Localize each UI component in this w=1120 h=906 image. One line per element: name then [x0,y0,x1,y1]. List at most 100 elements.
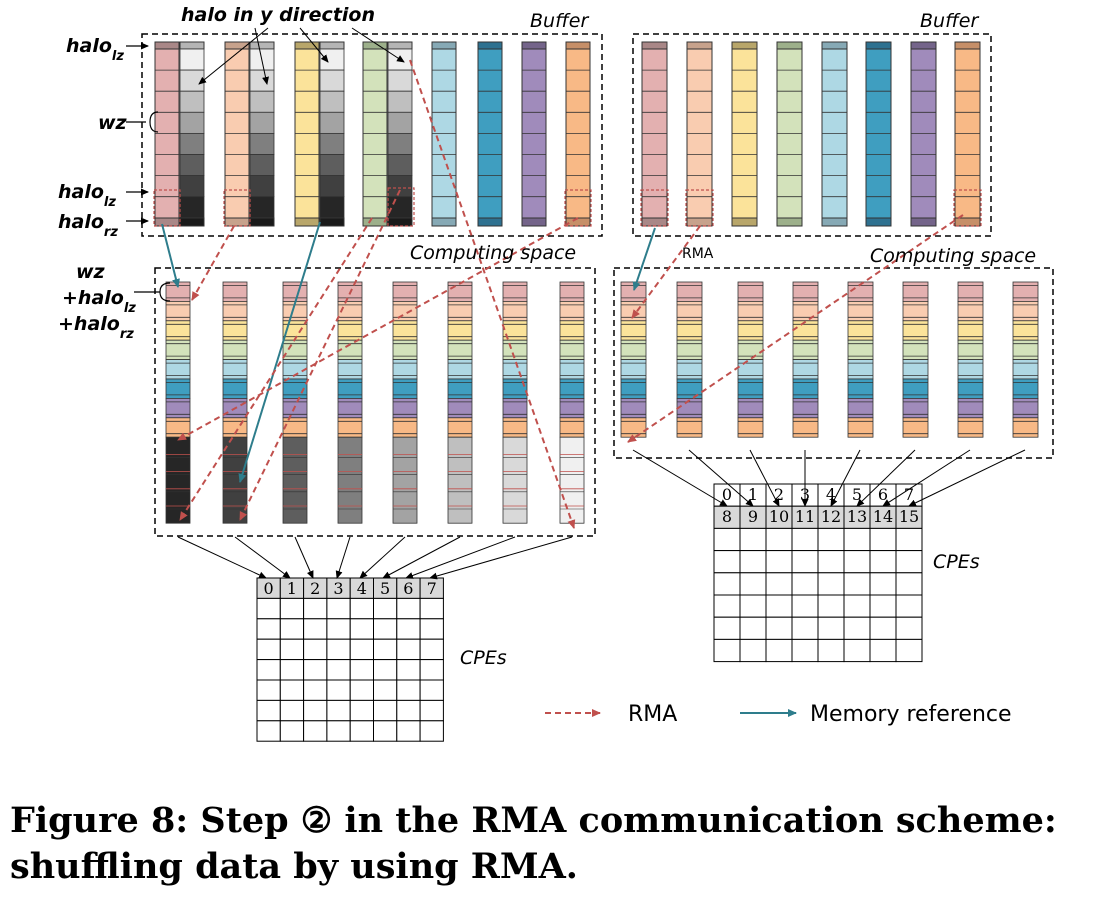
buffer-left-col-body [431,41,457,227]
cpe-map-arrow [335,536,351,579]
computing-left-col-block [165,300,191,322]
cpe-cell [791,572,819,596]
cpe-map-arrow [688,449,754,507]
cpe-cell [843,638,871,663]
cpe-cell [303,699,328,722]
cpe-cell [713,594,741,618]
cpe-cell [349,720,375,742]
buffer-left-col-cap-bottom [431,217,457,227]
computing-right-col-block [902,320,929,341]
buffer-right-title: Buffer [920,10,979,32]
buffer-right-col [910,41,937,227]
buffer-left-gray-col-cell [179,132,205,155]
computing-left-col-block [559,339,585,361]
cpe-right-label: 0 [722,485,732,504]
cpe-cell [373,699,398,722]
computing-right-col-block [676,359,703,380]
cpe-cell [349,638,375,661]
buffer-left-col-cap-top [431,41,457,50]
buffer-right-col [821,41,848,227]
computing-right-col-block [1012,397,1039,419]
buffer-left-color-col-body [154,41,180,227]
computing-right-col-block [847,320,874,341]
computing-left-col-block [165,339,191,361]
cpe-cell [279,638,305,661]
computing-right-col-block [902,359,929,380]
buffer-right-col-cap-bottom [686,217,713,227]
computing-right-col-block [847,397,874,419]
buffer-left-gray-col-cell [319,154,345,177]
cpe-cell [869,594,897,618]
computing-right-col-block [792,339,819,361]
memory-ref-arrow [238,221,321,483]
buffer-left-col [521,41,547,227]
column-layer [153,41,1039,524]
cpe-cell [817,616,845,640]
cpe-cell [869,527,897,552]
halo-lz-label-bottom: halolz [58,181,116,210]
buffer-left-col-cap-top [477,41,503,50]
computing-right-col-block [902,281,929,302]
cpe-cell [349,618,375,640]
cpe-cell [373,679,398,701]
computing-right-col-block [792,417,819,438]
cpe-cell [713,550,741,574]
legend: RMA Memory reference [545,702,1012,727]
buffer-left-col-cap-top [521,41,547,50]
buffer-left-gray-col [249,41,275,227]
buffer-left-gray-col-cell [249,69,275,92]
buffer-left-gray-col-cell [249,154,275,177]
computing-right-col [957,281,984,438]
cpe-map-arrow [382,536,461,579]
buffer-left-color-col-cap-top [154,41,180,50]
computing-right-col-block [676,300,703,322]
halo-y-pointer [299,27,329,63]
cpe-cell [419,679,444,701]
computing-right-col-block [792,397,819,419]
cpe-cell [326,679,351,701]
cpe-cell [419,638,444,661]
buffer-right-col-cap-top [865,41,892,50]
computing-right-col-block [957,281,984,302]
computing-right-col [620,281,647,438]
computing-left-col-block [502,417,528,438]
halo-y-label: halo in y direction [181,4,375,26]
computing-left-col-block [392,300,418,322]
buffer-left-col-body [521,41,547,227]
cpe-cell [326,618,351,640]
cpe-cell [765,572,793,596]
buffer-left-gray-col-cap-bottom [249,217,275,227]
cpe-cell [895,594,923,618]
computing-left-col-block [559,300,585,322]
cpe-cell [396,679,421,701]
cpe-map-arrow [908,449,1026,507]
cpe-map-arrow [856,449,916,507]
buffer-right-col-cap-bottom [910,217,937,227]
cpe-cell [279,618,305,640]
cpe-right-label: 15 [899,507,919,526]
buffer-left-highlight [223,189,251,227]
halo-y-pointer [351,27,405,63]
wz-stack-line3: +halorz [58,313,134,342]
buffer-left-color-col-body [362,41,388,227]
computing-right-col-block [1012,417,1039,438]
buffer-right-col-cap-top [954,41,981,50]
buffer-left-gray-col-cap-top [387,41,413,50]
computing-right-col-block [847,417,874,438]
computing-right-col-block [1012,378,1039,399]
cpe-cell [895,572,923,596]
buffer-left-col-cap-bottom [565,217,591,227]
cpe-right-label: 14 [873,507,893,526]
buffer-left-gray-col-cell [179,175,205,198]
buffer-left-gray-col-cap-bottom [179,217,205,227]
computing-right-col-block [1012,281,1039,302]
buffer-right-col [865,41,892,227]
cpe-cell [713,616,741,640]
buffer-left-color-col-cap-top [224,41,250,50]
computing-right-col-block [1012,300,1039,322]
computing-right-col-block [737,300,764,322]
cpes-left-label: CPEs [460,647,507,669]
computing-right-col-block [792,281,819,302]
